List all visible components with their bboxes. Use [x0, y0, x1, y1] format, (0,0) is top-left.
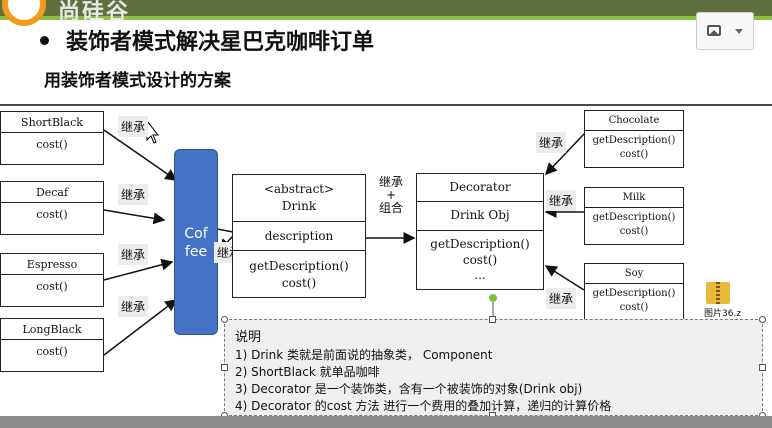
method-cost: cost(): [36, 138, 68, 151]
divider: [233, 250, 365, 251]
method-cost: cost(): [36, 280, 68, 293]
label-line: 组合: [378, 201, 403, 215]
logo-text: 尚硅谷: [58, 0, 131, 25]
method-cost: cost(): [462, 253, 498, 267]
resize-handle[interactable]: [221, 316, 228, 323]
inherit-label: 继承: [546, 190, 577, 211]
class-name: Milk: [622, 192, 646, 203]
divider: [585, 130, 683, 131]
method-getdescription: getDescription(): [592, 212, 676, 223]
inherit-compose-label: 继承 + 组合: [374, 176, 408, 215]
coffee-label-2: fee: [184, 244, 208, 260]
header-accent-bar: [0, 16, 772, 20]
note-line-3: 3) Decorator 是一个装饰类，含有一个被装饰的对象(Drink obj…: [235, 382, 583, 396]
divider: [417, 201, 543, 202]
more-ellipsis: ...: [474, 268, 486, 282]
class-box-milk: Milk getDescription() cost(): [584, 187, 684, 245]
divider: [1, 339, 103, 340]
method-cost: cost(): [619, 149, 649, 160]
chevron-down-icon: [735, 29, 743, 34]
note-line-1: 1) Drink 类就是前面说的抽象类， Component: [235, 348, 493, 362]
field-description: description: [264, 229, 334, 243]
header-bar: [0, 0, 772, 16]
resize-handle[interactable]: [221, 364, 228, 371]
label-line: +: [385, 188, 397, 202]
class-name: Soy: [624, 268, 644, 279]
divider: [233, 221, 365, 222]
method-cost: cost(): [619, 226, 649, 237]
method-cost: cost(): [36, 208, 68, 221]
class-name: Drink: [281, 199, 317, 213]
class-box-decaf: Decaf cost(): [0, 181, 104, 235]
coffee-class-box: Cof fee: [174, 149, 218, 335]
class-box-decorator: Decorator Drink Obj getDescription() cos…: [416, 173, 544, 290]
divider: [0, 104, 772, 106]
logo-icon: [2, 0, 46, 26]
divider: [1, 202, 103, 203]
bottom-bar: [0, 416, 772, 428]
divider: [1, 274, 103, 275]
method-getdescription: getDescription(): [592, 135, 676, 146]
method-getdescription: getDescription(): [249, 259, 349, 273]
divider: [585, 283, 683, 284]
image-icon: [707, 25, 721, 36]
slide-subtitle: 用装饰者模式设计的方案: [44, 71, 231, 91]
divider: [585, 207, 683, 208]
method-getdescription: getDescription(): [430, 237, 530, 251]
inherit-label: 继承: [546, 288, 577, 309]
method-getdescription: getDescription(): [592, 288, 676, 299]
divider: [417, 230, 543, 231]
resize-handle[interactable]: [489, 316, 496, 323]
class-name: LongBlack: [22, 323, 82, 336]
inherit-label: 继承: [118, 116, 149, 137]
stereotype-label: <abstract>: [263, 182, 335, 196]
method-cost: cost(): [619, 302, 649, 313]
class-box-espresso: Espresso cost(): [0, 253, 104, 307]
class-box-longblack: LongBlack cost(): [0, 318, 104, 372]
desktop-file-name[interactable]: 图片36.z: [704, 309, 742, 319]
class-name: Decorator: [449, 180, 511, 194]
class-box-drink: <abstract> Drink description getDescript…: [232, 174, 366, 298]
class-name: Decaf: [35, 186, 69, 199]
class-box-shortblack: ShortBlack cost(): [0, 111, 104, 165]
note-textbox[interactable]: 说明 1) Drink 类就是前面说的抽象类， Component 2) Sho…: [224, 319, 763, 416]
field-drink-obj: Drink Obj: [450, 208, 510, 222]
bullet-icon: [40, 36, 49, 45]
class-name: Chocolate: [608, 115, 660, 126]
inherit-label: 继承: [118, 184, 149, 205]
note-line-4: 4) Decorator 的cost 方法 进行一个费用的叠加计算，递归的计算价…: [235, 399, 612, 413]
inherit-label: 继承: [118, 296, 149, 317]
label-line: 继承: [378, 175, 403, 189]
note-line-2: 2) ShortBlack 就单品咖啡: [235, 365, 380, 379]
archive-file-icon[interactable]: [706, 282, 730, 304]
method-cost: cost(): [36, 345, 68, 358]
insert-image-button[interactable]: [696, 12, 754, 50]
divider: [1, 132, 103, 133]
class-box-chocolate: Chocolate getDescription() cost(): [584, 110, 684, 168]
note-heading: 说明: [235, 330, 262, 345]
coffee-label-1: Cof: [184, 226, 208, 242]
resize-handle[interactable]: [759, 364, 766, 371]
rotate-handle[interactable]: [489, 294, 497, 302]
class-box-soy: Soy getDescription() cost(): [584, 263, 684, 321]
slide-title: 装饰者模式解决星巴克咖啡订单: [66, 30, 375, 55]
class-name: Espresso: [26, 258, 78, 271]
resize-handle[interactable]: [759, 316, 766, 323]
method-cost: cost(): [281, 276, 317, 290]
class-name: ShortBlack: [21, 116, 83, 129]
inherit-label: 继承: [118, 244, 149, 265]
inherit-label: 继承: [536, 132, 567, 153]
